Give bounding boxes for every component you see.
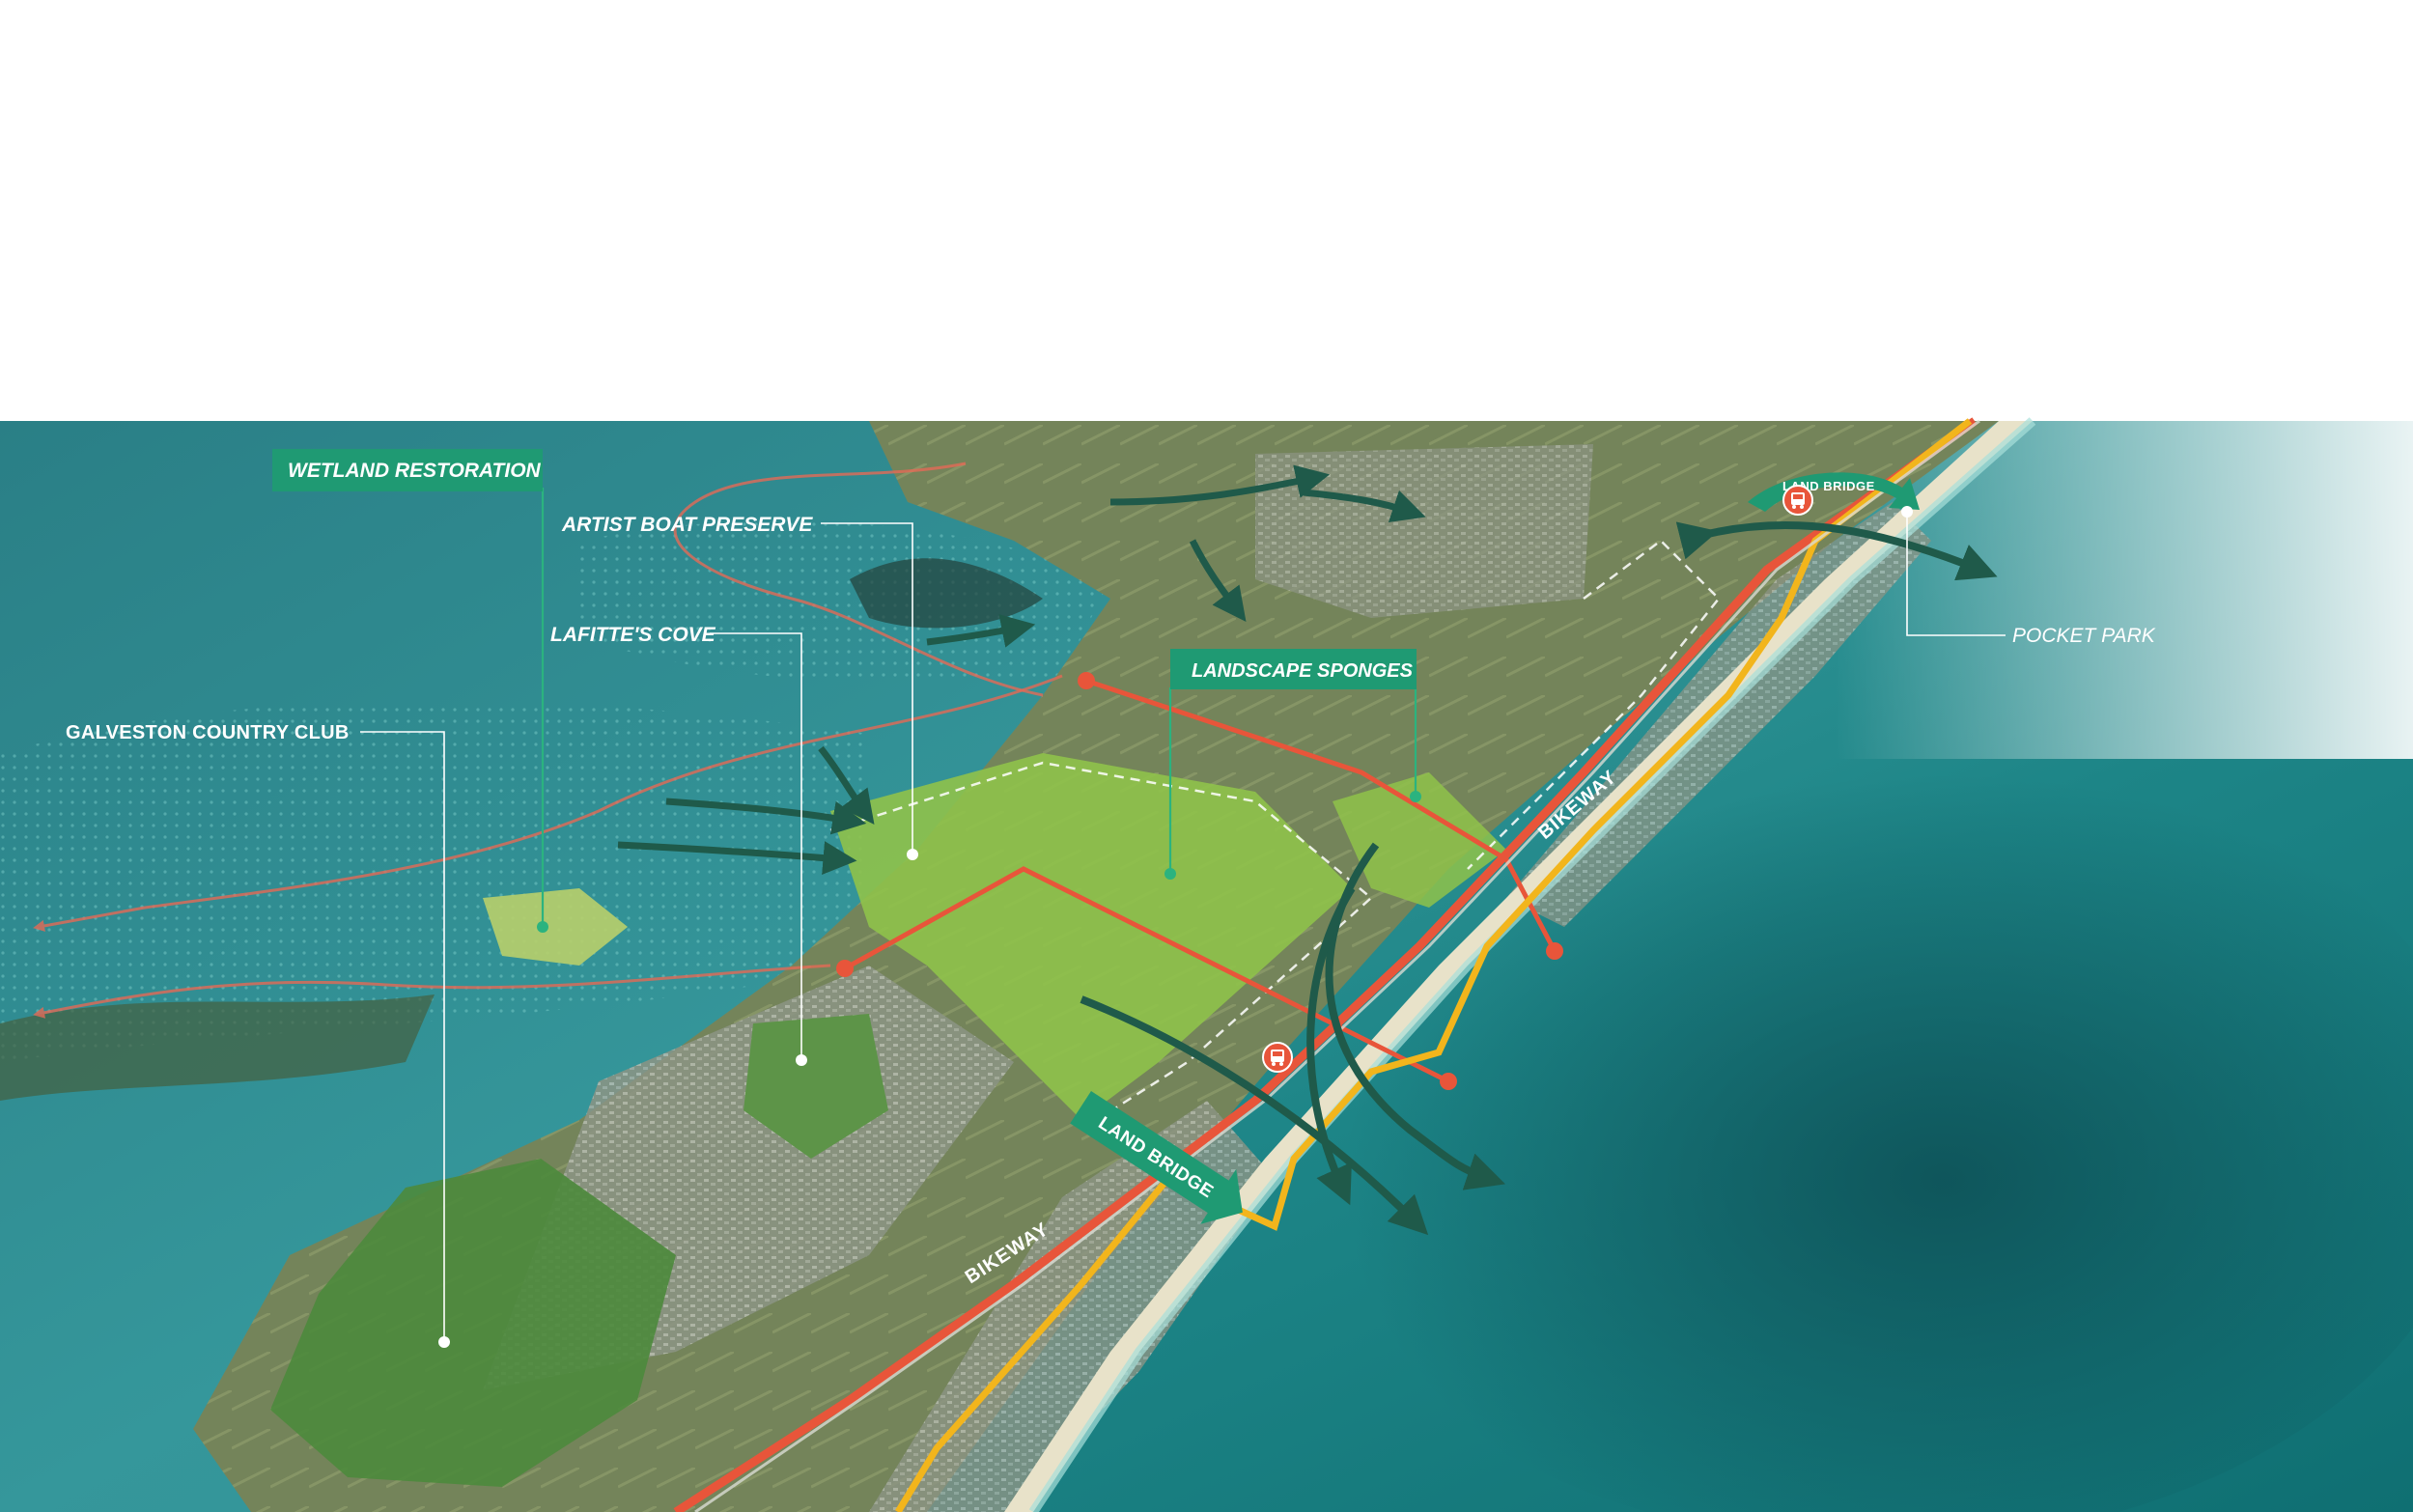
leader-dot (537, 921, 548, 933)
leader-lines (360, 512, 2006, 1342)
lafittes-cove-label: LAFITTE'S COVE (550, 624, 716, 646)
golf-course (270, 1159, 676, 1487)
bay-dotted-overlay-2 (579, 520, 1110, 684)
wetland-restoration-box (272, 449, 543, 491)
flow-arrow (1109, 464, 1331, 506)
leader-country-club (360, 731, 445, 1342)
wetland-boundary-line (673, 462, 1044, 697)
marsh-north (850, 558, 1043, 629)
gulf-deep-shadow (1284, 734, 2413, 1512)
flow-arrow (1303, 489, 1426, 523)
flow-arrow (665, 798, 867, 835)
flow-arrow-bidirectional (1675, 521, 1998, 581)
bay-dotted-overlay (0, 700, 869, 1062)
flow-arrow (617, 841, 857, 875)
leader-dot (1901, 506, 1913, 518)
wetland-boundary-line-2 (33, 674, 1063, 932)
flow-arrow-long (1306, 885, 1356, 1206)
landscape-sponges-label: LANDSCAPE SPONGES (1192, 660, 1414, 682)
leader-dot (907, 849, 918, 860)
leader-dot (1164, 868, 1176, 880)
bus-icon (1262, 1042, 1293, 1073)
leader-lafittes-cove (710, 632, 802, 1060)
leader-dot (796, 1054, 807, 1066)
pocket-park-label: POCKET PARK (2012, 625, 2156, 647)
wetland-island (483, 888, 628, 966)
artist-boat-preserve-label: ARTIST BOAT PRESERVE (561, 514, 813, 536)
flow-arrow (926, 614, 1036, 648)
sponge-route-1 (1085, 678, 1557, 953)
wetland-boundary-line-3 (33, 964, 831, 1019)
leader-pocket-park (1906, 512, 2006, 636)
flow-arrow-long (1080, 995, 1429, 1236)
restoration-area-east (1333, 772, 1506, 908)
galveston-country-club-label: GALVESTON COUNTRY CLUB (66, 722, 350, 743)
urban-north (1255, 444, 1593, 618)
leader-dot (438, 1336, 450, 1348)
horizon-haze (1835, 421, 2413, 759)
leader-artist-boat (821, 522, 913, 854)
route-node (1546, 942, 1563, 960)
wetland-restoration-label: WETLAND RESTORATION (288, 460, 542, 482)
marsh-west (0, 994, 435, 1101)
highway-median (694, 419, 1980, 1512)
route-node (1440, 1073, 1457, 1090)
parcel-boundary (829, 761, 1373, 1132)
lafittes-cove-green (744, 1014, 888, 1159)
route-node (836, 960, 854, 977)
flow-arrow (818, 745, 875, 826)
leader-dot (1410, 791, 1421, 802)
sky-background (0, 0, 2413, 421)
restoration-area-center (830, 753, 1352, 1120)
bus-icon (1782, 485, 1813, 516)
landscape-sponges-box (1170, 649, 1417, 689)
route-node (1078, 672, 1095, 689)
flow-arrow (1189, 539, 1247, 623)
coastal-road (895, 418, 1973, 1512)
